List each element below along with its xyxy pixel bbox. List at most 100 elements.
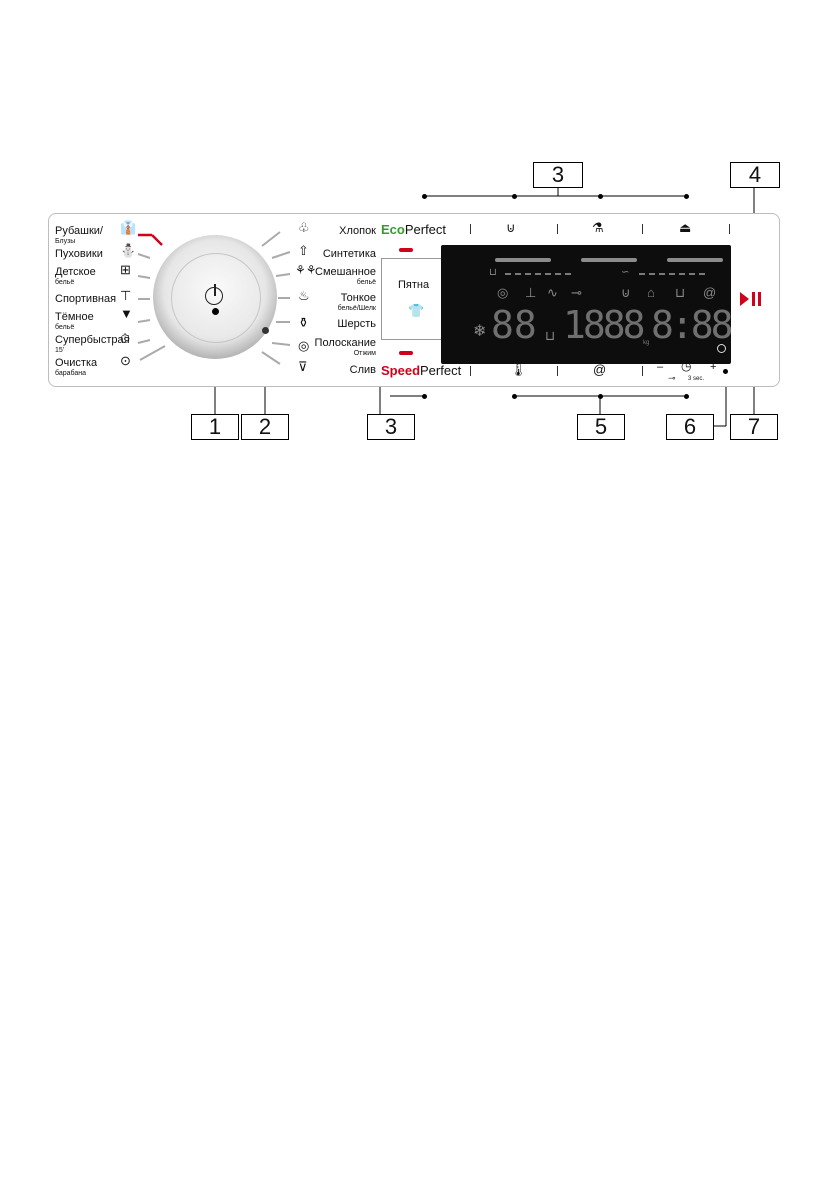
rinse-spin-icon: ◎ [298,338,310,353]
dash-row-left [505,273,571,275]
water-plus-icon[interactable]: ⊍ [506,220,516,235]
wash-tub-icon: ⊔ [489,267,497,278]
start-pause-button[interactable] [740,292,768,306]
stopwatch-icon: ⏱ [120,331,131,346]
clock-icon[interactable]: ◷ [681,359,692,373]
synthetic-icon: ⇧ [298,243,309,258]
eco-prefix: Eco [381,222,405,237]
program-super-sub: 15' [55,347,65,354]
cotton-icon: ♧ [298,220,310,235]
dry-icon: ∽ [621,267,630,278]
speed-red-marker [399,351,413,355]
drum-clean-icon: ⊙ [120,353,131,368]
lcd-display: ⊔ ∽ ◎ ⊥ ∿ ⊸ ⊍ ⌂ ⊔ @ ❄ 88 ⊔ 1888 kg 8:88 [441,245,733,364]
separator [557,224,558,234]
load-tub-icon: ⊔ [545,328,556,343]
program-drum-sub: барабана [55,370,87,377]
program-wool-label: Шерсть [337,318,376,330]
separator [729,224,730,234]
dash-row-right [639,273,705,275]
prewash-icon[interactable]: ⚗ [592,220,604,235]
separator [470,224,471,234]
callout-4: 4 [730,162,780,188]
separator [470,366,471,376]
kg-unit: kg [643,340,650,346]
speed-perfect-label[interactable]: SpeedPerfect [381,364,461,378]
button-dot [598,394,603,399]
callout-1-point [212,308,219,315]
wash-display-icon: ⊔ [675,285,686,300]
program-down-label: Пуховики [55,248,103,260]
delicate-icon: ♨ [298,288,310,303]
tap-icon: ⊥ [525,285,537,300]
button-dot [684,194,689,199]
sport-shirt-icon: ⊤ [120,288,132,303]
stain-label: Пятна [398,279,430,291]
hand-wash-icon: ∿ [547,285,558,300]
time-digits: 8:88 [651,303,733,347]
program-rinse-label: Полоскание [314,337,376,349]
stain-shirt-icon: 👕 [408,303,425,318]
plus-button[interactable]: + [710,361,717,373]
callout-3-bottom: 3 [367,414,415,440]
program-super-label: Супербыстрая [55,334,130,346]
eco-red-marker [399,248,413,252]
speed-digits: 1888 [563,303,645,347]
program-shirts-sub: Блузы [55,238,76,245]
program-sport-label: Спортивная [55,293,117,305]
drain-icon: ⊽ [298,359,308,374]
power-icon-bar [214,284,216,296]
program-mixed-sub: бельё [356,279,376,286]
program-drum-label: Очистка [55,357,98,369]
separator [557,366,558,376]
spin-display-icon: @ [703,285,717,300]
button-dot [422,194,427,199]
pause-bar-2 [758,292,761,306]
baby-care-icon: ⊞ [120,262,131,277]
callout-2: 2 [241,414,289,440]
progress-bar-2 [581,258,637,262]
prewash-display-icon: ⌂ [647,285,655,300]
program-dark-label: Тёмное [55,311,94,323]
callout-3-top: 3 [533,162,583,188]
play-pause-icon [740,292,749,306]
child-lock-hold-label: 3 sec. [688,376,705,382]
program-cotton-label: Хлопок [339,225,376,237]
eco-suffix: Perfect [404,222,447,237]
dark-shirt-icon: ▼ [120,306,133,321]
drum-icon: ◎ [497,285,509,300]
button-dot [598,194,603,199]
button-dot [684,394,689,399]
snowflake-icon: ❄ [473,323,487,340]
button-dot [512,194,517,199]
program-dark-sub: бельё [55,324,75,331]
callout-2-point [262,327,269,334]
button-dot [723,369,728,374]
indicator-ring [717,344,726,353]
down-jacket-icon: ⛄ [120,243,137,258]
key-icon: ⊸ [668,373,676,383]
temperature-icon[interactable]: 🌡 [510,362,527,377]
program-synthetic-label: Синтетика [322,248,376,260]
program-rinse-sub: Отжим [353,350,376,357]
spin-icon[interactable]: @ [593,362,607,377]
shirt-icon: 👔 [120,220,137,235]
program-baby-label: Детское [55,266,96,278]
pause-bar-1 [752,292,755,306]
eco-perfect-label[interactable]: EcoPerfect [381,223,446,237]
callout-6: 6 [666,414,714,440]
program-selector-dial[interactable] [153,235,277,359]
callout-7: 7 [730,414,778,440]
speed-prefix: Speed [381,363,421,378]
separator [642,366,643,376]
callout-1: 1 [191,414,239,440]
program-drain-label: Слив [349,364,376,376]
easy-iron-icon[interactable]: ⏏ [679,220,692,235]
separator [642,224,643,234]
program-mixed-label: Смешанное [315,266,376,278]
program-delicate-label: Тонкое [340,292,376,304]
water-level-icon: ⊍ [621,285,631,300]
minus-button[interactable]: – [657,361,664,373]
progress-bar-3 [667,258,723,262]
callout-5: 5 [577,414,625,440]
